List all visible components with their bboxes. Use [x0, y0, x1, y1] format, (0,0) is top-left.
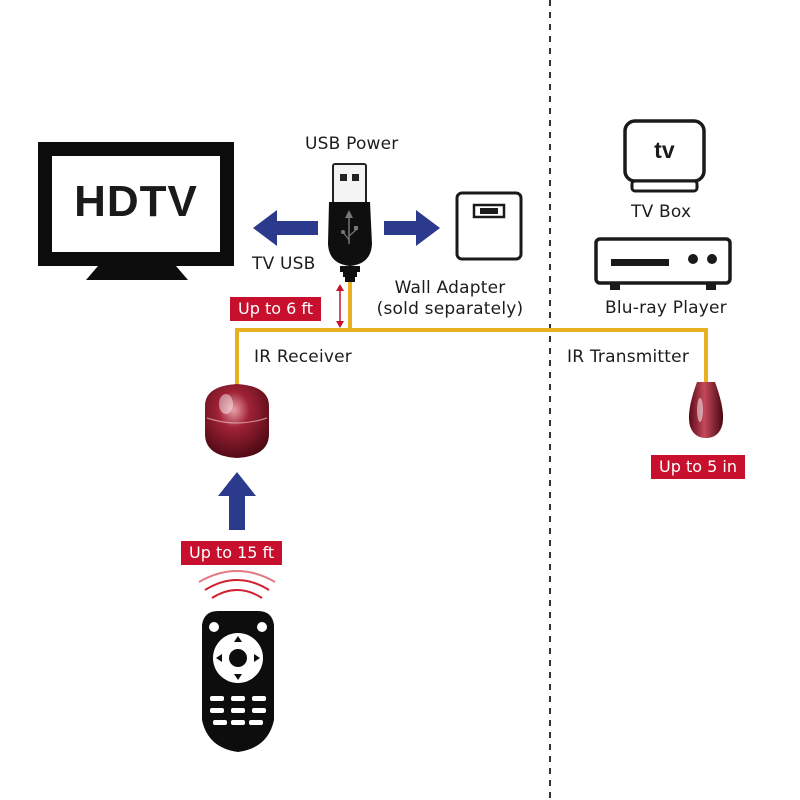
arrow-to-wall-adapter: [384, 210, 440, 246]
arrow-remote-to-receiver: [218, 472, 256, 530]
bluray-player-icon: [594, 237, 732, 290]
ir-receiver-label: IR Receiver: [254, 347, 352, 367]
wall-adapter-label-line1: Wall Adapter: [394, 278, 506, 298]
cable-length-indicator: [336, 284, 344, 328]
tv-usb-label: TV USB: [252, 254, 316, 274]
signal-waves-icon: [198, 570, 276, 599]
hdtv-screen-label: HDTV: [74, 177, 198, 226]
wall-adapter-label: Wall Adapter (sold separately): [368, 278, 532, 320]
ir-receiver-icon: [205, 384, 269, 458]
hdtv-icon: [38, 142, 234, 280]
transmitter-distance-tag: Up to 5 in: [651, 455, 745, 479]
ir-transmitter-label: IR Transmitter: [567, 347, 690, 367]
ir-cable: [235, 262, 708, 388]
ir-transmitter-icon: [688, 382, 724, 438]
remote-distance-tag: Up to 15 ft: [181, 541, 283, 565]
tv-box-icon-text: tv: [654, 137, 675, 163]
wall-adapter-label-line2: (sold separately): [376, 299, 524, 319]
remote-control-icon: [202, 610, 274, 752]
bluray-player-label: Blu-ray Player: [605, 298, 727, 318]
tv-box-label: TV Box: [631, 202, 692, 222]
tv-box-icon: [623, 119, 706, 193]
wall-adapter-icon: [455, 191, 523, 261]
usb-cable-distance-tag: Up to 6 ft: [230, 297, 321, 321]
usb-power-label: USB Power: [305, 134, 399, 154]
usb-plug-icon: [328, 163, 372, 282]
arrow-to-tv-usb: [253, 210, 318, 246]
